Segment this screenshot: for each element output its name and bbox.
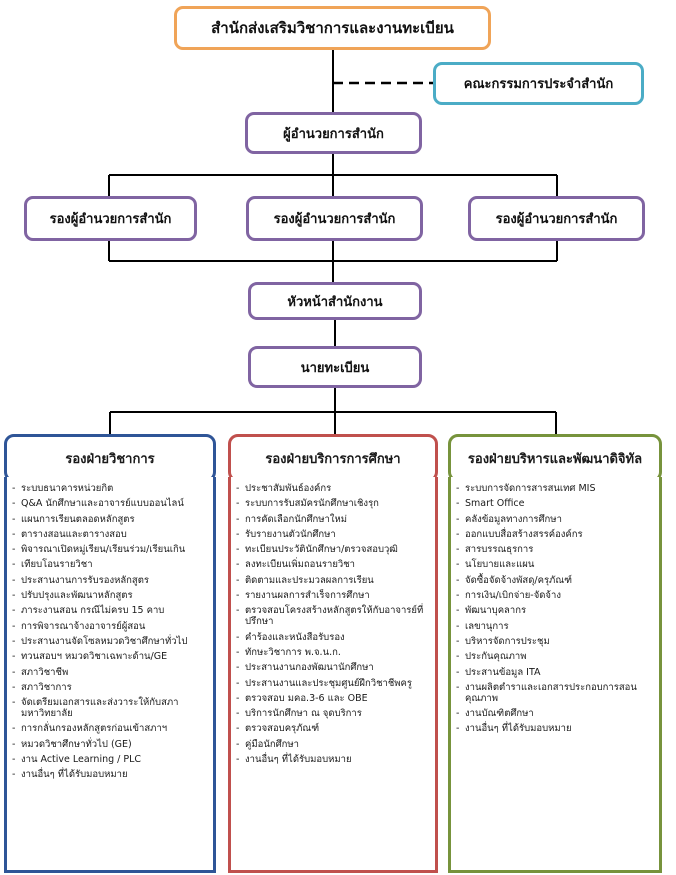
deputy-node-1: รองผู้อำนวยการสำนัก — [24, 196, 197, 241]
academic-division-header: รองฝ่ายวิชาการ — [4, 434, 216, 482]
list-item: ทักษะวิชาการ พ.จ.น.ก. — [235, 647, 429, 658]
list-item: สภาวิชาชีพ — [11, 667, 207, 678]
list-item: ตรวจสอบ มคอ.3-6 และ OBE — [235, 693, 429, 704]
list-item: ประสานงานจัดโซลหมวดวิชาศึกษาทั่วไป — [11, 636, 207, 647]
office-head-node: หัวหน้าสำนักงาน — [248, 282, 422, 320]
list-item: ระบบธนาคารหน่วยกิต — [11, 483, 207, 494]
list-item: งานบัณฑิตศึกษา — [455, 708, 653, 719]
list-item: ลงทะเบียนเพิ่มถอนรายวิชา — [235, 559, 429, 570]
list-item: สภาวิชาการ — [11, 682, 207, 693]
list-item: งานอื่นๆ ที่ได้รับมอบหมาย — [235, 754, 429, 765]
deputy-node-2: รองผู้อำนวยการสำนัก — [246, 196, 423, 241]
list-item: พิจารณาเปิดหมู่เรียน/เรียนร่วม/เรียนเกิน — [11, 544, 207, 555]
list-item: เลขานุการ — [455, 621, 653, 632]
list-item: บริการนักศึกษา ณ จุดบริการ — [235, 708, 429, 719]
list-item: ประสานงานและประชุมศูนย์ฝึกวิชาชีพครู — [235, 678, 429, 689]
list-item: ระบบการจัดการสารสนเทศ MIS — [455, 483, 653, 494]
list-item: รายงานผลการสำเร็จการศึกษา — [235, 590, 429, 601]
list-item: พัฒนาบุคลากร — [455, 605, 653, 616]
list-item: ติดตามและประมวลผลการเรียน — [235, 575, 429, 586]
list-item: ตารางสอนและตารางสอบ — [11, 529, 207, 540]
list-item: คลังข้อมูลทางการศึกษา — [455, 514, 653, 525]
director-node: ผู้อำนวยการสำนัก — [245, 112, 422, 154]
list-item: คู่มือนักศึกษา — [235, 739, 429, 750]
list-item: งานผลิตตำราและเอกสารประกอบการสอนคุณภาพ — [455, 682, 653, 704]
academic-division-list: ระบบธนาคารหน่วยกิต Q&A นักศึกษาและอาจารย์… — [4, 477, 216, 873]
list-item: แผนการเรียนตลอดหลักสูตร — [11, 514, 207, 525]
education-service-list: ประชาสัมพันธ์องค์กรระบบการรับสมัครนักศึก… — [228, 477, 438, 873]
list-item: Smart Office — [455, 498, 653, 509]
list-item: งานอื่นๆ ที่ได้รับมอบหมาย — [455, 723, 653, 734]
list-item: ทะเบียนประวัตินักศึกษา/ตรวจสอบวุฒิ — [235, 544, 429, 555]
committee-node: คณะกรรมการประจำสำนัก — [433, 62, 644, 105]
org-top-node: สำนักส่งเสริมวิชาการและงานทะเบียน — [174, 6, 491, 50]
list-item: ประสานข้อมูล ITA — [455, 667, 653, 678]
list-item: ปรับปรุงและพัฒนาหลักสูตร — [11, 590, 207, 601]
list-item: การเงิน/เบิกจ่าย-จัดจ้าง — [455, 590, 653, 601]
list-item: การพิจารณาจ้างอาจารย์ผู้สอน — [11, 621, 207, 632]
admin-digital-header: รองฝ่ายบริหารและพัฒนาดิจิทัล — [448, 434, 662, 482]
list-item: รับรายงานตัวนักศึกษา — [235, 529, 429, 540]
list-item: หมวดวิชาศึกษาทั่วไป (GE) — [11, 739, 207, 750]
list-item: เทียบโอนรายวิชา — [11, 559, 207, 570]
registrar-node: นายทะเบียน — [248, 346, 422, 388]
list-item: ประสานงานกองพัฒนานักศึกษา — [235, 662, 429, 673]
list-item: ตรวจสอบครุภัณฑ์ — [235, 723, 429, 734]
list-item: ออกแบบสื่อสร้างสรรค์องค์กร — [455, 529, 653, 540]
education-service-header: รองฝ่ายบริการการศึกษา — [228, 434, 438, 482]
deputy-node-3: รองผู้อำนวยการสำนัก — [468, 196, 645, 241]
list-item: ประกันคุณภาพ — [455, 651, 653, 662]
list-item: นโยบายและแผน — [455, 559, 653, 570]
list-item: การคัดเลือกนักศึกษาใหม่ — [235, 514, 429, 525]
list-item: งานอื่นๆ ที่ได้รับมอบหมาย — [11, 769, 207, 780]
list-item: Q&A นักศึกษาและอาจารย์แบบออนไลน์ — [11, 498, 207, 509]
list-item: ทวนสอบฯ หมวดวิชาเฉพาะด้าน/GE — [11, 651, 207, 662]
list-item: ประสานงานการรับรองหลักสูตร — [11, 575, 207, 586]
list-item: จัดเตรียมเอกสารและส่งวาระให้กับสภามหาวิท… — [11, 697, 207, 719]
admin-digital-list: ระบบการจัดการสารสนเทศ MIS Smart Office คลั… — [448, 477, 662, 873]
list-item: ประชาสัมพันธ์องค์กร — [235, 483, 429, 494]
list-item: คำร้องและหนังสือรับรอง — [235, 632, 429, 643]
list-item: การกลั่นกรองหลักสูตรก่อนเข้าสภาฯ — [11, 723, 207, 734]
list-item: ตรวจสอบโครงสร้างหลักสูตรให้กับอาจารย์ที่… — [235, 605, 429, 627]
list-item: จัดซื้อจัดจ้างพัสดุ/ครุภัณฑ์ — [455, 575, 653, 586]
list-item: งาน Active Learning / PLC — [11, 754, 207, 765]
list-item: ระบบการรับสมัครนักศึกษาเชิงรุก — [235, 498, 429, 509]
list-item: ภาระงานสอน กรณีไม่ครบ 15 คาบ — [11, 605, 207, 616]
list-item: บริหารจัดการประชุม — [455, 636, 653, 647]
list-item: สารบรรณธุรการ — [455, 544, 653, 555]
